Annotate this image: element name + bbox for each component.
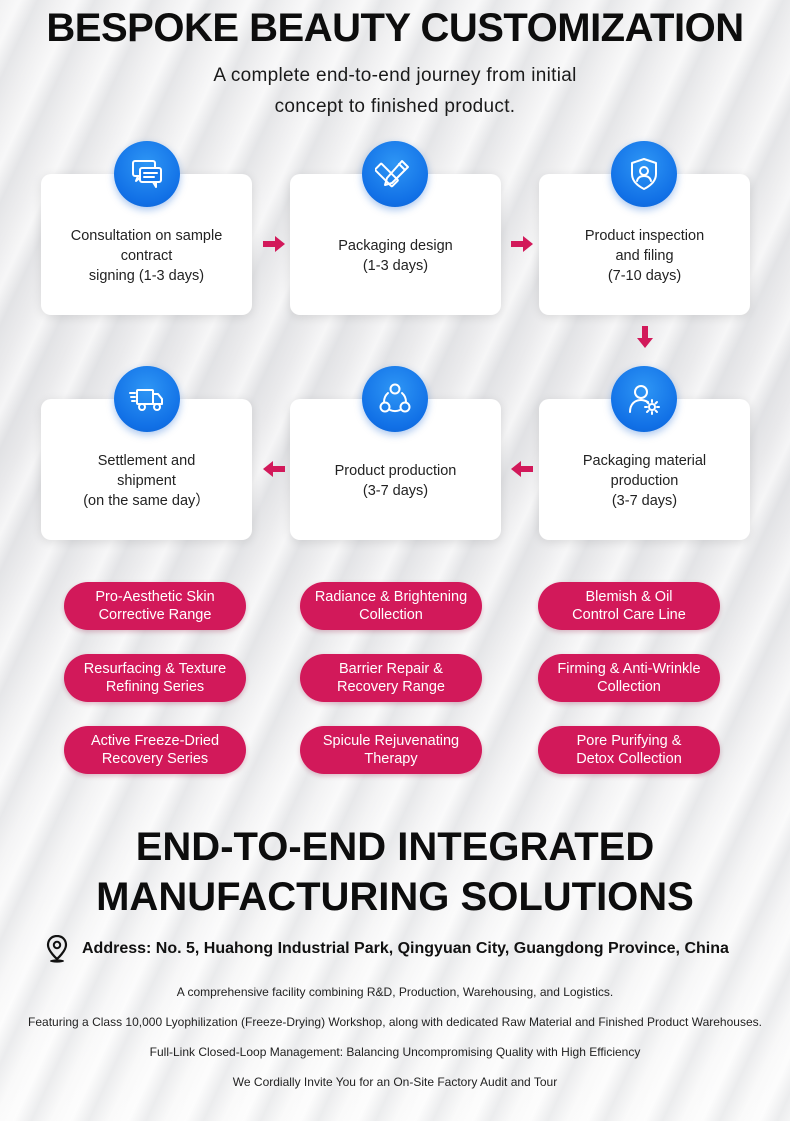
section-title: END-TO-END INTEGRATED MANUFACTURING SOLU… [96,825,694,919]
product-line-pill: Pro-Aesthetic Skin Corrective Range [64,582,246,630]
management-description: Full-Link Closed-Loop Management: Balanc… [149,1045,641,1059]
subtitle-line-1: A complete end-to-end journey from initi… [213,65,577,86]
facility-description: A comprehensive facility combining R&D, … [176,985,614,999]
user-gear-icon [611,366,677,432]
step-card-settlement-shipment: Settlement and shipment (on the same day… [41,399,252,540]
address-row: Address: No. 5, Huahong Industrial Park,… [46,935,766,963]
product-line-pill: Resurfacing & Texture Refining Series [64,654,246,702]
pencil-ruler-icon [362,141,428,207]
chat-bubbles-icon [114,141,180,207]
arrow-right-icon [511,236,533,252]
step-card-product-production: Product production (3-7 days) [290,399,501,540]
invitation-text: We Cordially Invite You for an On-Site F… [232,1075,558,1089]
step-label: Product production (3-7 days) [334,462,457,499]
location-pin-icon [46,935,68,963]
arrow-left-icon [263,461,285,477]
delivery-truck-icon [114,366,180,432]
arrow-right-icon [263,236,285,252]
arrow-left-icon [511,461,533,477]
product-line-pill: Blemish & Oil Control Care Line [538,582,720,630]
product-line-pill: Active Freeze-Dried Recovery Series [64,726,246,774]
subtitle-line-2: concept to finished product. [274,96,516,117]
product-line-pill: Spicule Rejuvenating Therapy [300,726,482,774]
workshop-description: Featuring a Class 10,000 Lyophilization … [28,1015,762,1029]
step-label: Product inspection and filing (7-10 days… [584,227,705,284]
shield-check-icon [611,141,677,207]
product-line-pill: Radiance & Brightening Collection [300,582,482,630]
page-subtitle: A complete end-to-end journey from initi… [0,60,790,122]
network-circle-icon [362,366,428,432]
step-label: Packaging design (1-3 days) [338,237,453,274]
page-title: BESPOKE BEAUTY CUSTOMIZATION [46,6,744,50]
product-line-pill: Pore Purifying & Detox Collection [538,726,720,774]
arrow-down-icon [637,326,653,348]
step-label: Consultation on sample contract signing … [70,227,223,284]
product-line-pill: Barrier Repair & Recovery Range [300,654,482,702]
product-line-pill: Firming & Anti-Wrinkle Collection [538,654,720,702]
factory-address: Address: No. 5, Huahong Industrial Park,… [82,940,729,957]
step-label: Packaging material production (3-7 days) [582,452,707,509]
step-label: Settlement and shipment (on the same day… [83,452,210,509]
